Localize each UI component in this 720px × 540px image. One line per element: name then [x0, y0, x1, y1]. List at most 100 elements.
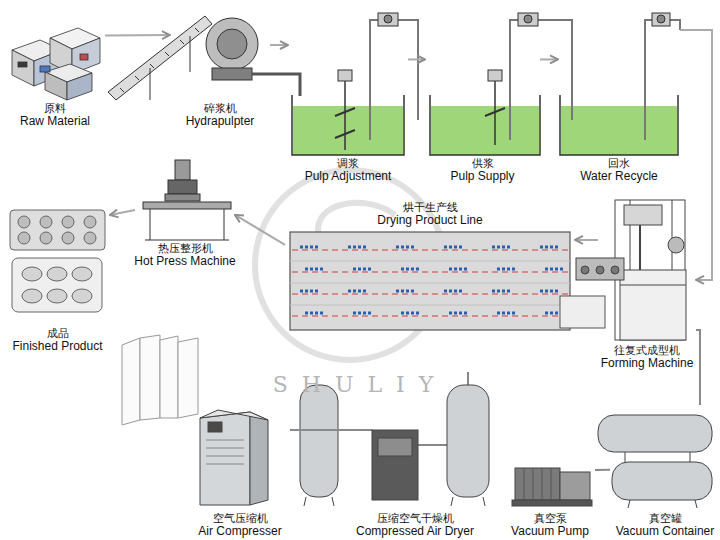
pulp-tanks — [652, 13, 670, 26]
finished-trays — [10, 210, 105, 312]
drying-line — [290, 283, 570, 284]
pulp-tanks — [494, 80, 496, 145]
air-system — [447, 385, 489, 497]
unit-name-zh: 原料 — [44, 102, 66, 115]
air-system — [304, 497, 306, 506]
finished-trays — [62, 216, 74, 228]
unit-name-zh: 空气压缩机 — [213, 512, 268, 525]
vacuum-system — [690, 452, 691, 462]
flow-arrow — [105, 34, 170, 37]
raw-material-bales — [67, 73, 92, 100]
tray-stack — [122, 338, 140, 425]
vacuum-system — [533, 468, 534, 500]
vacuum-system — [628, 500, 630, 508]
raw-material-bales — [18, 62, 27, 67]
pipe-line — [290, 429, 365, 431]
unit-name-zh: 成品 — [47, 327, 69, 340]
flow-arrow — [235, 215, 285, 245]
tray-stack — [178, 338, 198, 418]
forming-machine — [611, 266, 619, 274]
drying-line — [305, 268, 565, 271]
vacuum-system — [612, 462, 712, 500]
hot-press-machine — [165, 194, 200, 201]
forming-machine — [615, 200, 685, 340]
pulp-tanks — [344, 80, 346, 150]
pipe-line — [595, 469, 610, 471]
hot-press-machine — [175, 160, 190, 180]
finished-trays — [47, 289, 67, 303]
equipment-unit: 真空泵Vacuum Pump — [505, 440, 595, 540]
vacuum-system — [524, 468, 525, 500]
finished-trays — [40, 216, 52, 228]
air-system — [300, 385, 338, 497]
forming-machine — [668, 237, 684, 253]
finished-trays — [22, 267, 42, 281]
forming-machine — [576, 200, 686, 340]
vacuum-system — [512, 415, 712, 508]
equipment-unit: 空气压缩机Air Compresser — [190, 400, 290, 540]
unit-name-zh: 真空罐 — [649, 512, 682, 525]
vacuum-system — [560, 472, 590, 500]
hot-press-machine — [150, 209, 151, 240]
air-system — [372, 430, 418, 500]
drying-line — [292, 294, 568, 295]
tray-stack — [140, 335, 160, 420]
vacuum-system — [524, 468, 551, 500]
air-system — [206, 440, 244, 464]
unit-name-en: Forming Machine — [601, 357, 694, 370]
forming-machine — [576, 258, 624, 280]
raw-material-bales — [40, 66, 50, 72]
air-system — [206, 448, 244, 449]
hot-press-machine — [143, 160, 231, 240]
drying-line — [300, 247, 565, 313]
equipment-unit: 往复式成型机Forming Machine — [598, 195, 696, 372]
unit-name-zh: 供浆 — [472, 157, 494, 170]
finished-trays — [22, 289, 42, 303]
pulp-tanks — [518, 13, 538, 26]
drying-line — [290, 261, 570, 262]
raw-material-bales — [80, 54, 88, 60]
unit-name-zh: 调浆 — [337, 157, 359, 170]
hydrapulper-machine — [190, 36, 191, 72]
air-system — [451, 497, 453, 506]
equipment-unit: 烘干生产线Drying Product Line — [285, 200, 575, 335]
finished-trays — [72, 267, 92, 281]
finished-trays — [40, 232, 52, 244]
drying-line — [292, 272, 568, 273]
drying-line — [290, 232, 570, 330]
air-system — [206, 464, 244, 465]
pulp-tanks — [488, 70, 502, 81]
finished-trays — [72, 289, 92, 303]
flow-arrow — [270, 44, 288, 46]
equipment-unit: 供浆Pulp Supply — [425, 30, 540, 185]
hydrapulper-machine — [150, 68, 151, 100]
flow-arrow — [680, 30, 712, 280]
flow-arrow — [540, 58, 558, 60]
drying-line — [305, 312, 565, 315]
air-system — [200, 410, 268, 420]
unit-name-en: Water Recycle — [580, 170, 658, 183]
pipe-line — [696, 330, 700, 405]
finished-trays — [18, 232, 30, 244]
equipment-unit: 热压整形机Hot Press Machine — [135, 155, 235, 270]
drying-line — [292, 316, 568, 317]
drying-line — [292, 250, 568, 316]
forming-machine — [596, 266, 604, 274]
vacuum-system — [598, 415, 712, 452]
finished-trays — [62, 232, 74, 244]
finished-trays — [18, 216, 30, 228]
equipment-unit: 碎浆机Hydrapulpter — [170, 5, 270, 130]
unit-name-en: Raw Material — [20, 115, 90, 128]
equipment-unit: 回水Water Recycle — [558, 30, 680, 185]
unit-name-zh: 烘干生产线 — [403, 201, 458, 214]
finished-trays — [47, 267, 67, 281]
hydrapulper-machine — [252, 74, 300, 96]
watermark: SHULIY — [250, 372, 470, 397]
hydrapulper-machine — [108, 16, 212, 100]
air-system — [483, 497, 485, 506]
drying-line — [300, 290, 565, 293]
forming-machine — [624, 205, 662, 225]
air-system — [206, 440, 244, 441]
vacuum-system — [625, 452, 626, 462]
air-system — [378, 438, 412, 456]
